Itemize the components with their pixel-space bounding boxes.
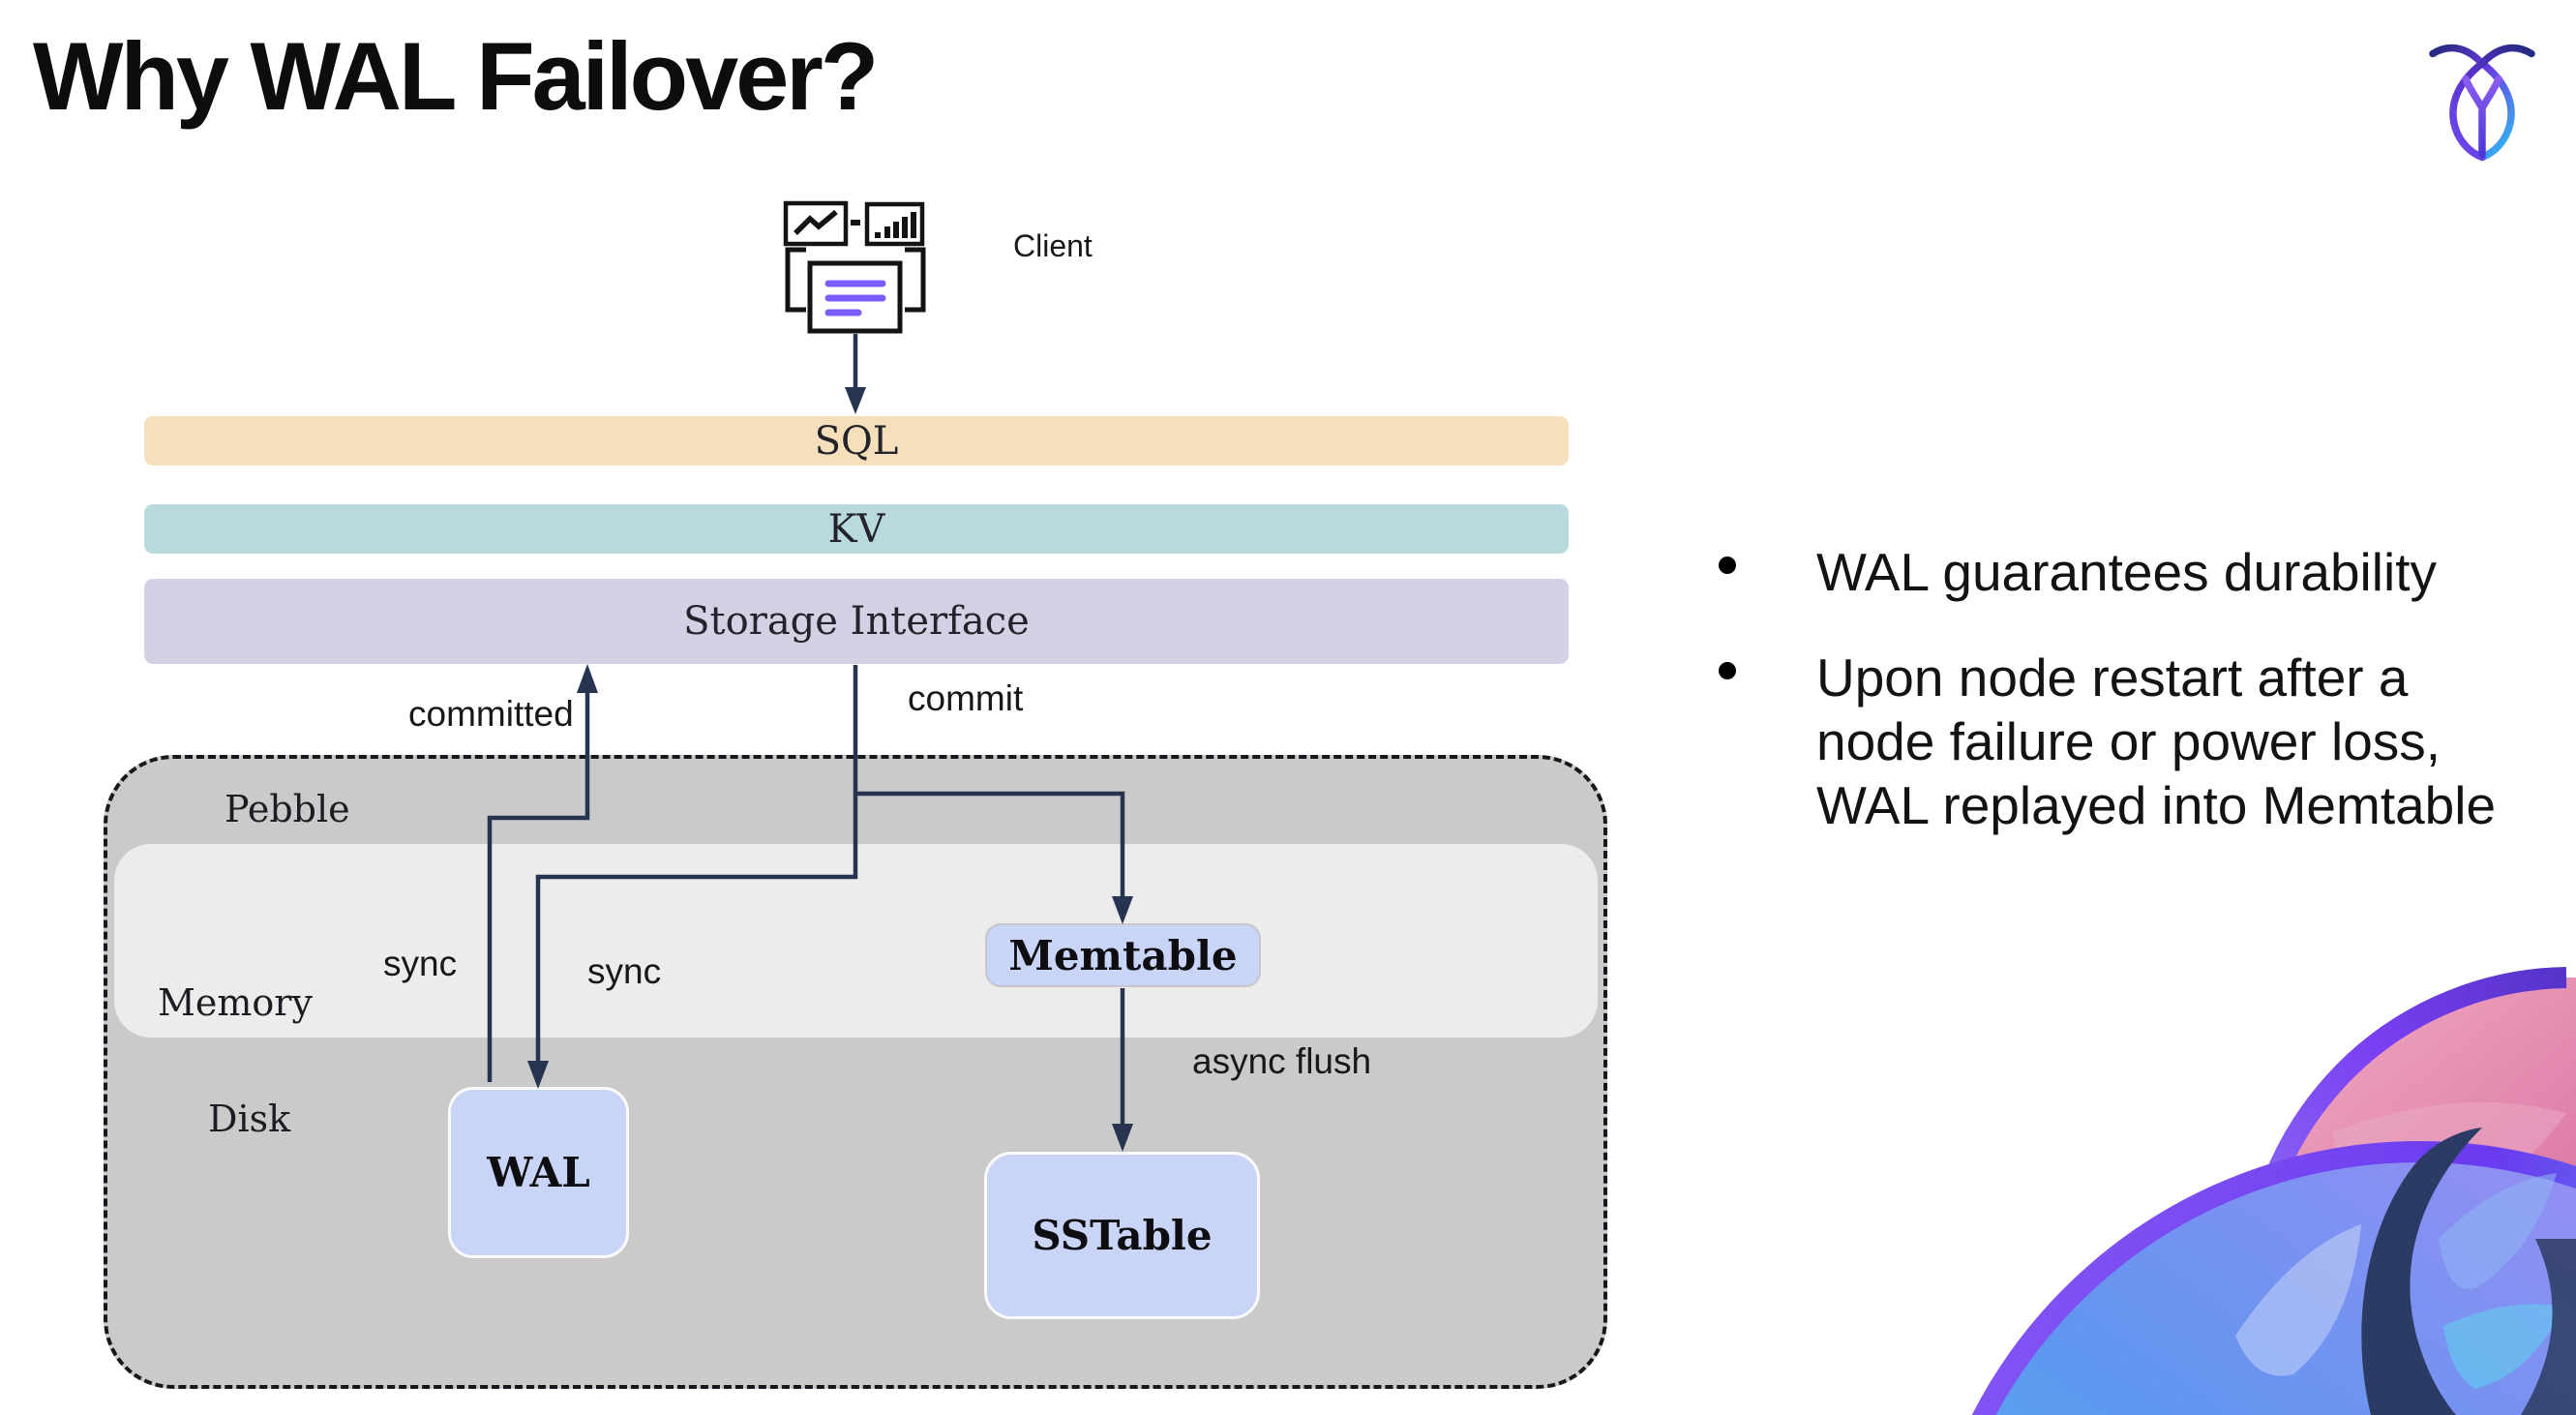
kv-layer-label: KV bbox=[827, 506, 885, 552]
wal-box: WAL bbox=[448, 1087, 629, 1258]
navy-arc-shape bbox=[2521, 1239, 2576, 1415]
client-document-icon bbox=[807, 260, 903, 334]
sync-wal-edge-label: sync bbox=[383, 944, 458, 983]
logo-left-wing bbox=[2449, 44, 2535, 162]
bullet-list: WAL guarantees durability Upon node rest… bbox=[1719, 540, 2570, 879]
client-linechart-glyph bbox=[794, 209, 838, 235]
memtable-box: Memtable bbox=[985, 923, 1261, 987]
memory-label: Memory bbox=[158, 981, 313, 1024]
bullet-text: Upon node restart after a node failure o… bbox=[1816, 647, 2497, 835]
cockroachdb-logo-icon bbox=[2429, 44, 2535, 162]
leaf-shape bbox=[2443, 1304, 2564, 1389]
client-label: Client bbox=[1013, 228, 1093, 263]
pebble-label: Pebble bbox=[225, 788, 350, 830]
client-document-lines bbox=[824, 280, 886, 316]
client-barchart-bars bbox=[875, 212, 916, 238]
storage-interface-bar: Storage Interface bbox=[144, 579, 1569, 664]
sstable-box-label: SSTable bbox=[1032, 1212, 1213, 1259]
committed-edge-label: committed bbox=[408, 694, 574, 734]
client-right-bracket bbox=[905, 247, 926, 313]
commit-edge-label: commit bbox=[908, 678, 1024, 718]
client-barchart-icon bbox=[864, 201, 925, 247]
sstable-box: SSTable bbox=[984, 1152, 1260, 1319]
logo-right-wing bbox=[2429, 44, 2515, 162]
page-title: Why WAL Failover? bbox=[33, 22, 879, 130]
bullet-dot-icon bbox=[1719, 662, 1736, 679]
list-item: Upon node restart after a node failure o… bbox=[1719, 646, 2570, 837]
client-left-bracket bbox=[785, 247, 806, 313]
kv-layer-bar: KV bbox=[144, 504, 1569, 554]
wal-box-label: WAL bbox=[487, 1149, 590, 1196]
bullet-text: WAL guarantees durability bbox=[1816, 542, 2437, 602]
memory-band bbox=[114, 844, 1598, 1038]
navy-stem-shape bbox=[2361, 1128, 2482, 1415]
leaf-shape bbox=[2235, 1224, 2361, 1376]
logo-stem bbox=[2462, 75, 2502, 159]
storage-interface-label: Storage Interface bbox=[683, 599, 1030, 644]
list-item: WAL guarantees durability bbox=[1719, 540, 2570, 604]
decorative-spheres-graphic bbox=[1971, 967, 2576, 1415]
sql-layer-bar: SQL bbox=[144, 416, 1569, 466]
sync-commit-edge-label: sync bbox=[587, 951, 662, 991]
bullet-dot-icon bbox=[1719, 557, 1736, 574]
async-flush-edge-label: async flush bbox=[1192, 1041, 1372, 1081]
disk-label: Disk bbox=[208, 1098, 291, 1140]
sql-layer-label: SQL bbox=[814, 418, 899, 464]
leaf-shape bbox=[2439, 1173, 2557, 1289]
memtable-box-label: Memtable bbox=[1008, 931, 1238, 979]
client-linechart-icon bbox=[783, 200, 849, 247]
